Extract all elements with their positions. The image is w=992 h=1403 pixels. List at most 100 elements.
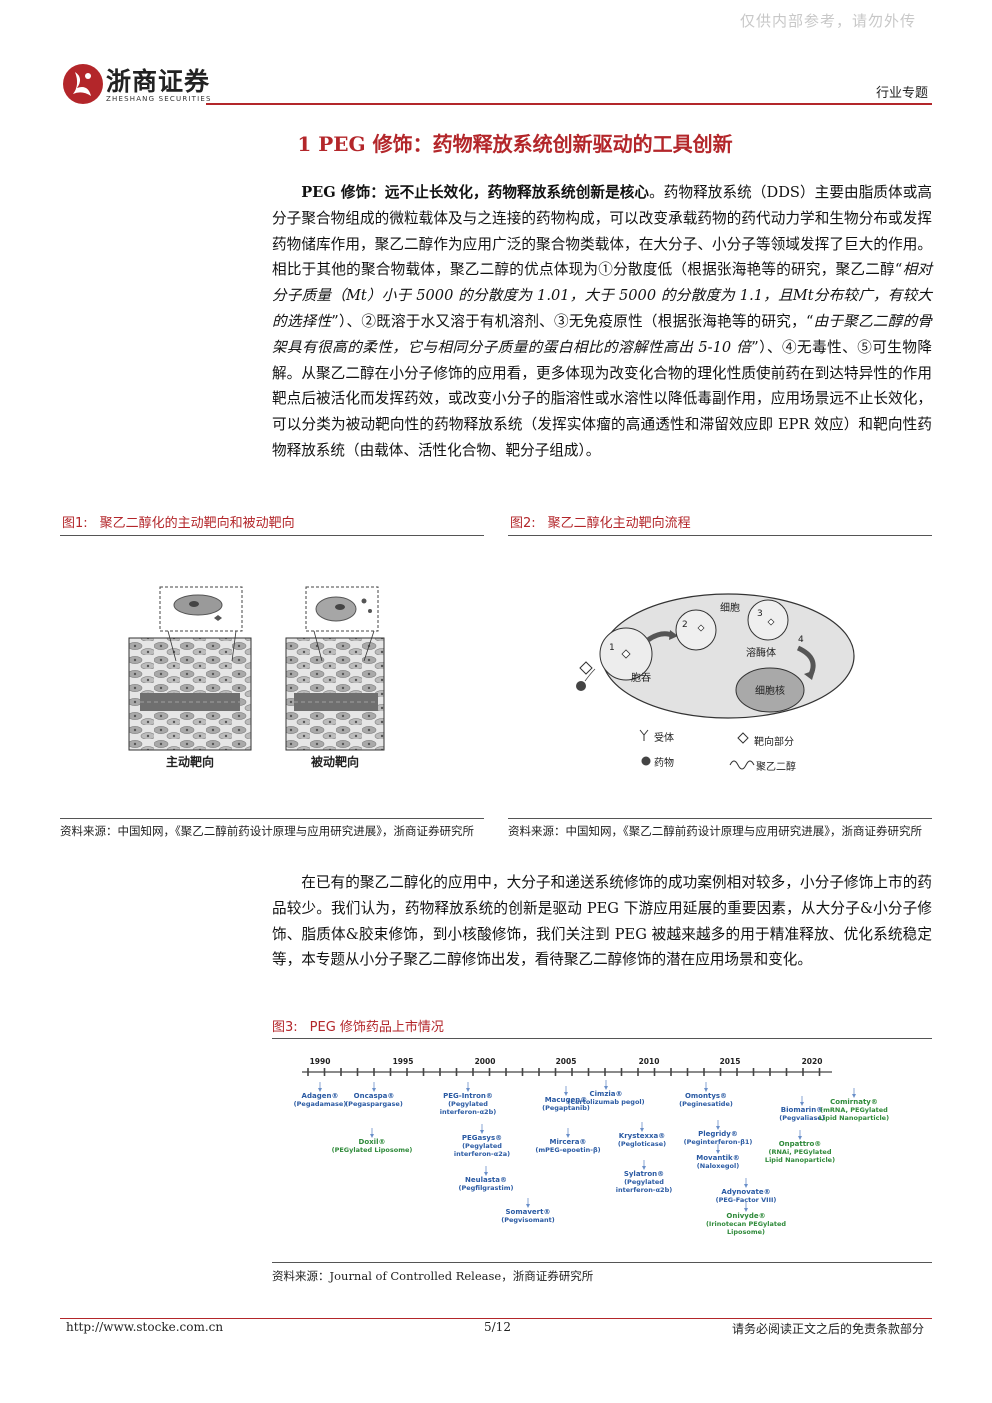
drug-desc: interferon-α2b) (440, 1108, 496, 1116)
drug-desc: (Pegylated (462, 1142, 502, 1150)
drug-name: Doxil® (359, 1138, 386, 1146)
brand-logo (63, 64, 103, 104)
drug-desc: (Pegvaliase) (779, 1114, 825, 1122)
drug-arrow (564, 1092, 568, 1096)
drug-desc: (mRNA, PEGylated (820, 1106, 888, 1114)
figure-caption: 聚乙二醇化的主动靶向和被动靶向 (99, 516, 295, 531)
drug-arrow (480, 1130, 484, 1134)
drug-name: Sylatron® (624, 1170, 664, 1178)
paragraph-text: 。药物释放系统（DDS）主要由脂质体或高分子聚合物组成的微粒载体及与之连接的药物… (272, 184, 932, 279)
drug-desc: Lipid Nanoparticle) (819, 1114, 889, 1122)
legend-targeting: 靶向部分 (754, 735, 794, 748)
drug-desc: (RNAi, PEGylated (769, 1148, 832, 1156)
header-divider (206, 103, 932, 105)
active-label: 主动靶向 (166, 754, 214, 769)
timeline-year: 2015 (720, 1057, 741, 1066)
drug-desc: Liposome) (727, 1228, 765, 1236)
timeline-year: 1990 (310, 1057, 331, 1066)
figure-3-title: 图3: PEG 修饰药品上市情况 (272, 1016, 444, 1035)
body-paragraph-1: PEG 修饰：远不止长效化，药物释放系统创新是核心。药物释放系统（DDS）主要由… (272, 180, 932, 464)
step-1: 1 (609, 643, 615, 653)
drug-name: Cimzia® (589, 1090, 622, 1098)
figure-1-title: 图1:聚乙二醇化的主动靶向和被动靶向 (62, 512, 295, 531)
figure-3-bottom-rule (272, 1262, 932, 1263)
drug-arrow (318, 1088, 322, 1092)
timeline-year: 2000 (475, 1057, 496, 1066)
drug-arrow (716, 1150, 720, 1154)
section-title: 1 PEG 修饰：药物释放系统创新驱动的工具创新 (297, 132, 733, 156)
drug-name: PEG-Intron® (443, 1092, 493, 1100)
drug-name: Somavert® (506, 1208, 551, 1216)
drug-desc: (Pegaspargase) (345, 1100, 403, 1108)
footer-url[interactable]: http://www.stocke.com.cn (66, 1320, 224, 1334)
drug-arrow (642, 1166, 646, 1170)
drug-name: PEGasys® (462, 1134, 502, 1142)
lysosome-label: 溶酶体 (746, 646, 776, 659)
drug-name: Omontys® (685, 1092, 727, 1100)
drug-arrow (744, 1208, 748, 1212)
drug-arrow (370, 1134, 374, 1138)
drug-name: Biomarin® (781, 1106, 823, 1114)
drug-name: Plegridy® (698, 1130, 738, 1138)
figure-3-rule (272, 1038, 932, 1039)
drug-desc: (PEG-Factor VIII) (716, 1196, 777, 1204)
engulf-label: 胞吞 (631, 672, 651, 684)
brand-subtitle: ZHESHANG SECURITIES (106, 95, 212, 103)
figure-2-source: 资料来源：中国知网，《聚乙二醇前药设计原理与应用研究进展》，浙商证券研究所 (508, 824, 922, 838)
timeline-year: 1995 (393, 1057, 414, 1066)
drug-name: Neulasta® (465, 1176, 507, 1184)
paragraph-text: ”）、④无毒性、⑤可生物降解。从聚乙二醇在小分子修饰的应用看，更多体现为改变化合… (272, 338, 932, 459)
drug-arrow (716, 1126, 720, 1130)
drug-name: Oncaspa® (354, 1092, 395, 1100)
drug-desc: (mPEG-epoetin-β) (535, 1146, 600, 1154)
figure-number: 图2: (510, 516, 536, 531)
figure-1-source: 资料来源：中国知网，《聚乙二醇前药设计原理与应用研究进展》，浙商证券研究所 (60, 824, 474, 838)
drug-arrow (372, 1088, 376, 1092)
cell-label: 细胞 (720, 601, 740, 614)
brand-name: 浙商证券 (106, 67, 211, 96)
figure-1-rule (60, 535, 484, 536)
figure-caption: PEG 修饰药品上市情况 (309, 1020, 444, 1035)
drug-name: Adynovate® (721, 1188, 770, 1196)
quote-1: 相对分子质量（Mt）小于 5000 的分散度为 1.01，大于 5000 的分散… (272, 261, 932, 330)
drug-name: Macugen® (545, 1096, 588, 1104)
active-targeting-panel: 主动靶向 (128, 586, 252, 769)
drug-desc: (Certolizumab pegol) (567, 1098, 644, 1106)
watermark: 仅供内部参考，请勿外传 (739, 12, 916, 30)
figure-2-bottom-rule (508, 818, 932, 819)
drug-name: Onivyde® (726, 1212, 765, 1220)
drug-arrow (798, 1136, 802, 1140)
drug-desc: (Peginesatide) (679, 1100, 733, 1108)
drug-arrow (604, 1086, 608, 1090)
step-2: 2 (682, 620, 688, 630)
drug-arrow (484, 1172, 488, 1176)
drug-arrow (704, 1088, 708, 1092)
footer-disclaimer: 请务必阅读正文之后的免责条款部分 (731, 1322, 924, 1336)
drug-desc: (Pegylated (624, 1178, 664, 1186)
drug-arrow (640, 1128, 644, 1132)
drug-desc: interferon-α2b) (616, 1186, 672, 1194)
drug-desc: (Pegaptanib) (542, 1104, 590, 1112)
figure-1-bottom-rule (60, 818, 484, 819)
figure-number: 图3: (272, 1020, 298, 1035)
legend-peg: 聚乙二醇 (756, 760, 796, 773)
drug-desc: (PEGylated Liposome) (332, 1146, 413, 1154)
legend-receptor: 受体 (654, 732, 674, 744)
timeline-year: 2020 (802, 1057, 823, 1066)
timeline-year: 2005 (556, 1057, 577, 1066)
drug-desc: Lipid Nanoparticle) (765, 1156, 835, 1164)
step-4: 4 (798, 635, 804, 645)
drug-name: Movantik® (696, 1154, 739, 1162)
step-3: 3 (757, 609, 763, 619)
drug-desc: (Peginterferon-β1) (684, 1138, 753, 1146)
figure-2-title: 图2:聚乙二醇化主动靶向流程 (510, 512, 691, 531)
paragraph-lead: PEG 修饰：远不止长效化，药物释放系统创新是核心 (301, 184, 650, 201)
drug-name: Adagen® (302, 1092, 339, 1100)
drug-desc: (Pegvisomant) (501, 1216, 554, 1224)
drug-desc: (Pegylated (448, 1100, 488, 1108)
figure-1-diagram: 主动靶向 被动靶向 (128, 586, 385, 769)
page-number: 5/12 (484, 1320, 511, 1334)
drug-desc: (Pegloticase) (618, 1140, 666, 1148)
figure-3-source: 资料来源：Journal of Controlled Release，浙商证券研… (272, 1269, 594, 1283)
